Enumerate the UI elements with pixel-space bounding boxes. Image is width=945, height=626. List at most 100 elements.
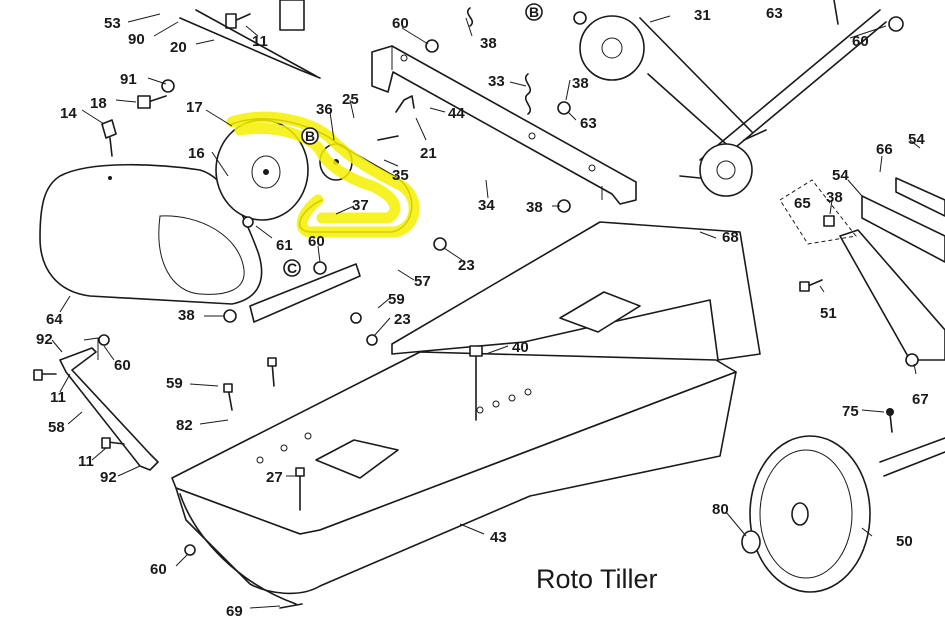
part-number: 63 bbox=[766, 5, 783, 22]
part-number: 92 bbox=[36, 331, 53, 348]
callout-c: C bbox=[283, 259, 301, 277]
callout-b-top: B bbox=[525, 3, 543, 21]
part-number: 18 bbox=[90, 95, 107, 112]
deck-skirt-69 bbox=[179, 493, 303, 609]
part-number: 37 bbox=[352, 197, 369, 214]
frame-plate-edge bbox=[391, 46, 603, 200]
part-number: 82 bbox=[176, 417, 193, 434]
pulley-hub-31 bbox=[601, 37, 623, 59]
part-number: 38 bbox=[826, 189, 843, 206]
main-frame-plate bbox=[371, 45, 637, 205]
part-number: 17 bbox=[186, 99, 203, 116]
part-number: 43 bbox=[490, 529, 507, 546]
adjust-bar-bend bbox=[83, 337, 99, 360]
part-number: 60 bbox=[150, 561, 167, 578]
part-number: 44 bbox=[448, 105, 465, 122]
part-number: 38 bbox=[526, 199, 543, 216]
part-number: 90 bbox=[128, 31, 145, 48]
frame-hole bbox=[400, 54, 408, 62]
part-number: 38 bbox=[480, 35, 497, 52]
part-number: 54 bbox=[832, 167, 849, 184]
part-number: 23 bbox=[394, 311, 411, 328]
part-number: 92 bbox=[100, 469, 117, 486]
side-rail-54 bbox=[861, 195, 945, 263]
fasteners bbox=[33, 0, 919, 556]
part-number: 59 bbox=[166, 375, 183, 392]
part-number: 64 bbox=[46, 311, 63, 328]
pulley-large-31 bbox=[579, 15, 645, 81]
drive-pulley-hub bbox=[251, 155, 281, 189]
highlighted-belt-37 bbox=[226, 111, 420, 238]
frame-hole bbox=[588, 164, 596, 172]
deck-rivets bbox=[256, 388, 532, 464]
diagram-caption: Roto Tiller bbox=[536, 564, 658, 594]
part-number-labels: 53 90 20 11 60 38 31 63 60 91 18 14 17 3… bbox=[36, 5, 929, 620]
part-number: 16 bbox=[188, 145, 205, 162]
part-number: 63 bbox=[580, 115, 597, 132]
shaft-gearbox bbox=[699, 143, 753, 197]
part-number: 54 bbox=[908, 131, 925, 148]
callout-letter: B bbox=[529, 4, 539, 20]
part-number: 33 bbox=[488, 73, 505, 90]
part-number: 14 bbox=[60, 105, 77, 122]
highlighted-belt-37-inner bbox=[234, 122, 401, 224]
part-number: 65 bbox=[794, 195, 811, 212]
part-number: 23 bbox=[458, 257, 475, 274]
belt-guard-64 bbox=[39, 163, 263, 305]
part-number: 25 bbox=[342, 91, 359, 108]
shield-vent-68 bbox=[559, 291, 641, 333]
side-rail-66 bbox=[839, 229, 945, 361]
wheel-50-hub bbox=[791, 502, 809, 526]
part-number: 59 bbox=[388, 291, 405, 308]
washer-80 bbox=[741, 530, 761, 554]
part-number: 11 bbox=[78, 453, 94, 470]
adjust-bar-58 bbox=[59, 347, 159, 471]
part-number: 91 bbox=[120, 71, 137, 88]
deck-vent-43 bbox=[315, 439, 399, 479]
part-number: 11 bbox=[252, 33, 268, 50]
shaft-stub bbox=[679, 129, 767, 179]
callout-letter: B bbox=[305, 128, 315, 144]
part-number: 21 bbox=[420, 145, 437, 162]
side-rail-54b bbox=[895, 177, 945, 217]
guard-hole bbox=[108, 176, 112, 180]
part-number: 60 bbox=[114, 357, 131, 374]
callout-letter: C bbox=[287, 260, 297, 276]
part-number: 66 bbox=[876, 141, 893, 158]
belt-guard-inner bbox=[158, 215, 245, 295]
part-number: 11 bbox=[50, 389, 66, 406]
part-number: 68 bbox=[722, 229, 739, 246]
part-number: 60 bbox=[392, 15, 409, 32]
part-number: 50 bbox=[896, 533, 913, 550]
part-number: 51 bbox=[820, 305, 837, 322]
part-number: 38 bbox=[572, 75, 589, 92]
upper-bracket bbox=[279, 0, 305, 31]
part-number: 60 bbox=[308, 233, 325, 250]
frame-hole bbox=[528, 132, 536, 140]
tiller-shield-68 bbox=[391, 221, 761, 361]
part-number: 69 bbox=[226, 603, 243, 620]
part-number: 36 bbox=[316, 101, 333, 118]
part-number: 53 bbox=[104, 15, 121, 32]
wheel-50-rim bbox=[759, 449, 853, 579]
part-number: 75 bbox=[842, 403, 859, 420]
part-number: 35 bbox=[392, 167, 409, 184]
drive-belt-31 bbox=[639, 17, 753, 161]
dash-leader-box bbox=[779, 179, 857, 245]
leader-lines bbox=[51, 13, 921, 609]
wheel-50 bbox=[749, 435, 871, 593]
part-number: 31 bbox=[694, 7, 711, 24]
part-number: 20 bbox=[170, 39, 187, 56]
part-number: 38 bbox=[178, 307, 195, 324]
part-number: 40 bbox=[512, 339, 529, 356]
part-number: 61 bbox=[276, 237, 293, 254]
part-number: 34 bbox=[478, 197, 495, 214]
tiller-deck-front bbox=[175, 371, 737, 595]
drive-pulley-center bbox=[263, 169, 269, 175]
part-number: 57 bbox=[414, 273, 431, 290]
shaft-gearbox-hub bbox=[716, 160, 736, 180]
part-number: 27 bbox=[266, 469, 283, 486]
part-number: 80 bbox=[712, 501, 729, 518]
